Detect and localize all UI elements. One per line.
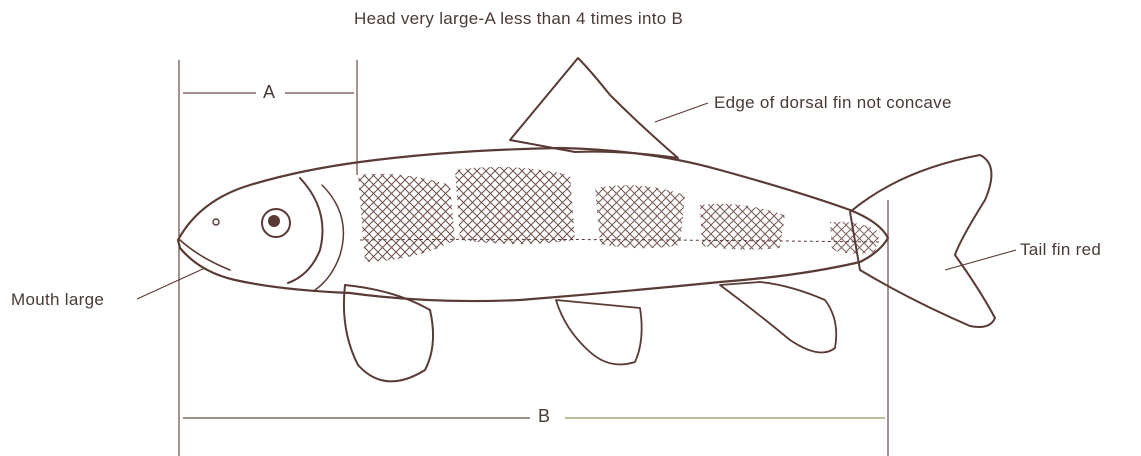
dimension-a-label: A [259,82,279,103]
lower-fins [344,282,836,381]
tail-fin-label: Tail fin red [1020,240,1101,260]
dorsal-fin [510,58,678,158]
dorsal-fin-label: Edge of dorsal fin not concave [714,93,952,113]
fish-head [180,178,343,290]
mouth-label: Mouth large [11,290,104,310]
leader-lines [137,103,1016,299]
body-blotches [358,167,880,262]
dimension-guides [179,60,888,456]
dimension-b-label: B [534,406,554,427]
